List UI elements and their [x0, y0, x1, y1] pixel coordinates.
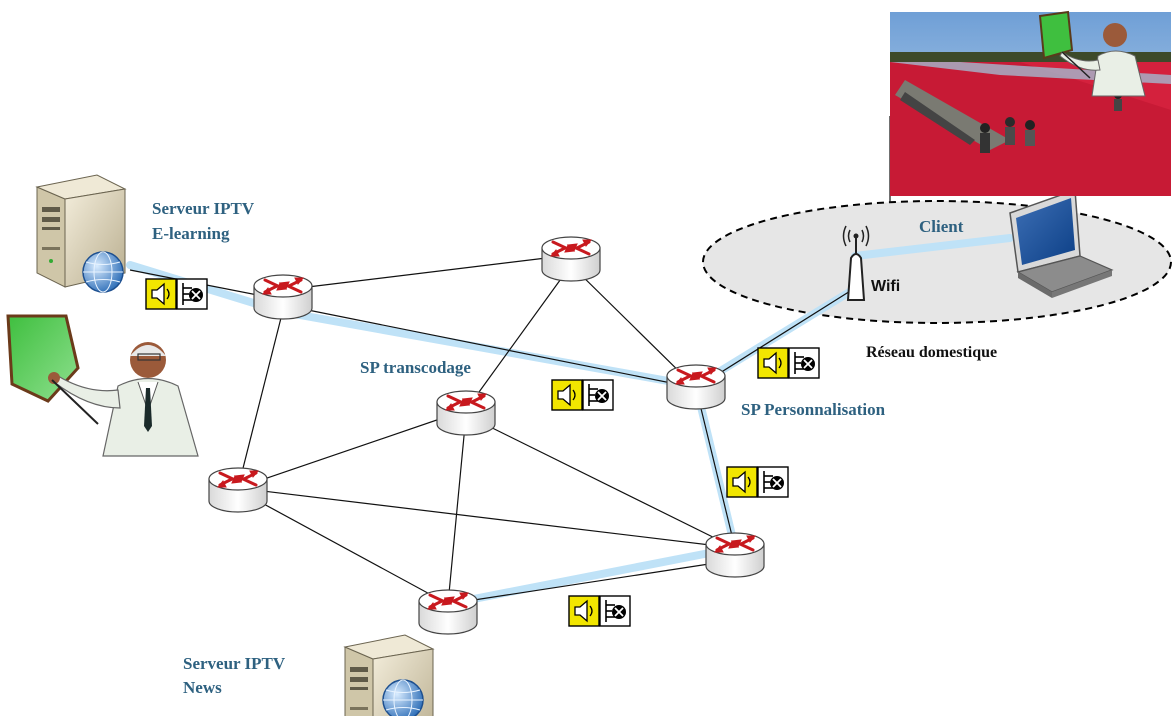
- router-icon[interactable]: [540, 235, 602, 283]
- presenter-clipart-icon: [6, 314, 200, 458]
- router-icon[interactable]: [704, 531, 766, 579]
- router-icon[interactable]: [435, 389, 497, 437]
- speaker-filter-icon: [551, 379, 614, 411]
- server-elearning-label-line2: E-learning: [152, 224, 230, 243]
- router-icon[interactable]: [417, 588, 479, 636]
- router-icon[interactable]: [665, 363, 727, 411]
- router-icon[interactable]: [252, 273, 314, 321]
- wifi-label: Wifi: [871, 278, 901, 295]
- speaker-filter-icon: [568, 595, 631, 627]
- laptop-icon[interactable]: [1009, 188, 1114, 298]
- server-news[interactable]: [344, 634, 434, 716]
- server-news-label-line2: News: [183, 678, 222, 697]
- server-elearning[interactable]: [36, 174, 126, 293]
- wifi-access-point-icon[interactable]: [842, 225, 870, 301]
- server-elearning-label-line1: Serveur IPTV: [152, 199, 255, 218]
- router-icon[interactable]: [207, 466, 269, 514]
- globe-icon: [82, 251, 124, 293]
- server-news-label-line1: Serveur IPTV: [183, 654, 286, 673]
- sp-transcoding-label: SP transcodage: [360, 358, 471, 377]
- client-label: Client: [919, 217, 964, 236]
- globe-icon: [382, 679, 424, 716]
- speaker-filter-icon: [757, 347, 820, 379]
- cranberry-harvest-photo: [890, 10, 1171, 196]
- speaker-filter-icon: [145, 278, 208, 310]
- sp-personalization-label: SP Personnalisation: [741, 400, 886, 419]
- speaker-filter-icon: [726, 466, 789, 498]
- home-network-label: Réseau domestique: [866, 344, 998, 361]
